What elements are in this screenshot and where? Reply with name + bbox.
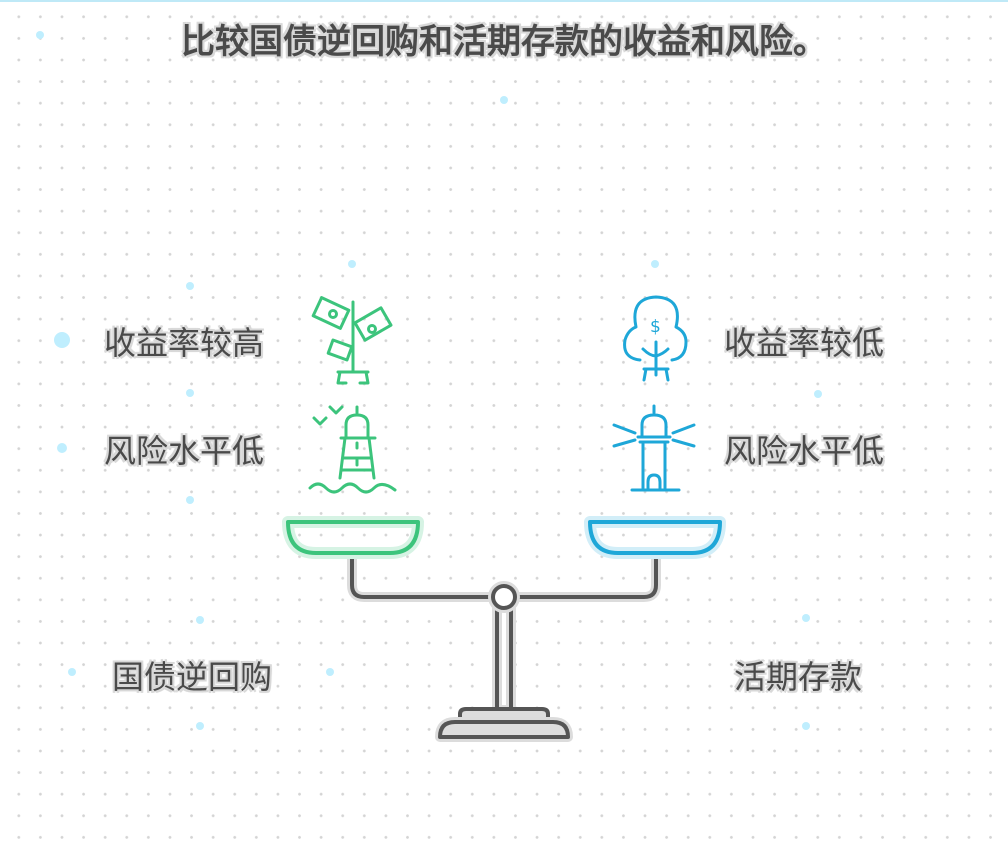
right-risk-label: 风险水平低: [724, 432, 885, 470]
lighthouse-beams-icon: [612, 404, 696, 492]
money-tree-icon: $: [623, 295, 688, 382]
svg-text:$: $: [650, 317, 661, 337]
page-title: 比较国债逆回购和活期存款的收益和风险。: [181, 22, 827, 62]
left-yield-label: 收益率较高: [104, 324, 265, 362]
lighthouse-waves-icon: [308, 405, 397, 494]
top-border: [0, 0, 1008, 2]
right-yield-label: 收益率较低: [724, 324, 885, 362]
right-option-name: 活期存款: [734, 658, 863, 696]
money-plant-icon: [311, 296, 393, 385]
left-risk-label: 风险水平低: [104, 432, 265, 470]
left-option-name: 国债逆回购: [112, 658, 273, 696]
decor-dots: [36, 31, 822, 730]
